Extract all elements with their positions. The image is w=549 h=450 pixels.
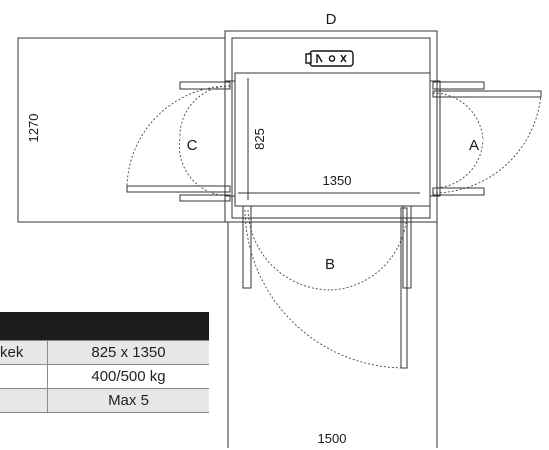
dim-label-shaft-width: 1500: [318, 431, 347, 446]
door-label-a: A: [469, 137, 479, 154]
door-label-d: D: [326, 11, 337, 28]
door-b-frame-left: [242, 205, 252, 289]
spec-table: kek 825 x 1350 400/500 kg Max 5: [0, 312, 209, 413]
left-landing-outline: [17, 37, 225, 223]
swing-arc-b-1: [247, 209, 332, 291]
lift-car: [234, 72, 431, 207]
spec-key: kek: [0, 340, 48, 365]
door-c-panel-wide: [126, 185, 231, 193]
door-c-panel-top: [179, 81, 231, 90]
swing-arc-c-3: [178, 137, 231, 197]
spec-row: 400/500 kg: [0, 364, 209, 389]
swing-arc-a-1: [432, 93, 542, 194]
spec-row: kek 825 x 1350: [0, 340, 209, 365]
door-a-panel-lower: [432, 187, 485, 196]
dim-label-car-width: 1350: [323, 173, 352, 188]
swing-arc-a-3: [432, 139, 484, 189]
swing-arc-b-3: [244, 209, 406, 369]
door-a-panel-top: [432, 81, 485, 90]
dim-label-height: 1270: [26, 114, 41, 143]
spec-value: Max 5: [47, 388, 209, 413]
door-c-panel-lower: [179, 194, 231, 202]
door-label-c: C: [187, 137, 198, 154]
spec-value: 400/500 kg: [47, 364, 209, 389]
swing-arc-c-1: [126, 85, 231, 190]
dim-label-car-depth: 825: [252, 128, 267, 150]
lift-machine-icon: [305, 50, 354, 67]
spec-key: [0, 364, 48, 389]
door-c-frame: [224, 80, 236, 197]
spec-row: Max 5: [0, 388, 209, 413]
spec-key: [0, 388, 48, 413]
swing-arc-b-2: [330, 209, 408, 291]
door-label-b: B: [325, 256, 335, 273]
spec-table-header: [0, 312, 209, 341]
door-a-frame: [429, 80, 441, 197]
spec-value: 825 x 1350: [47, 340, 209, 365]
swing-arc-c-2: [179, 85, 231, 139]
swing-arc-a-2: [432, 92, 484, 141]
